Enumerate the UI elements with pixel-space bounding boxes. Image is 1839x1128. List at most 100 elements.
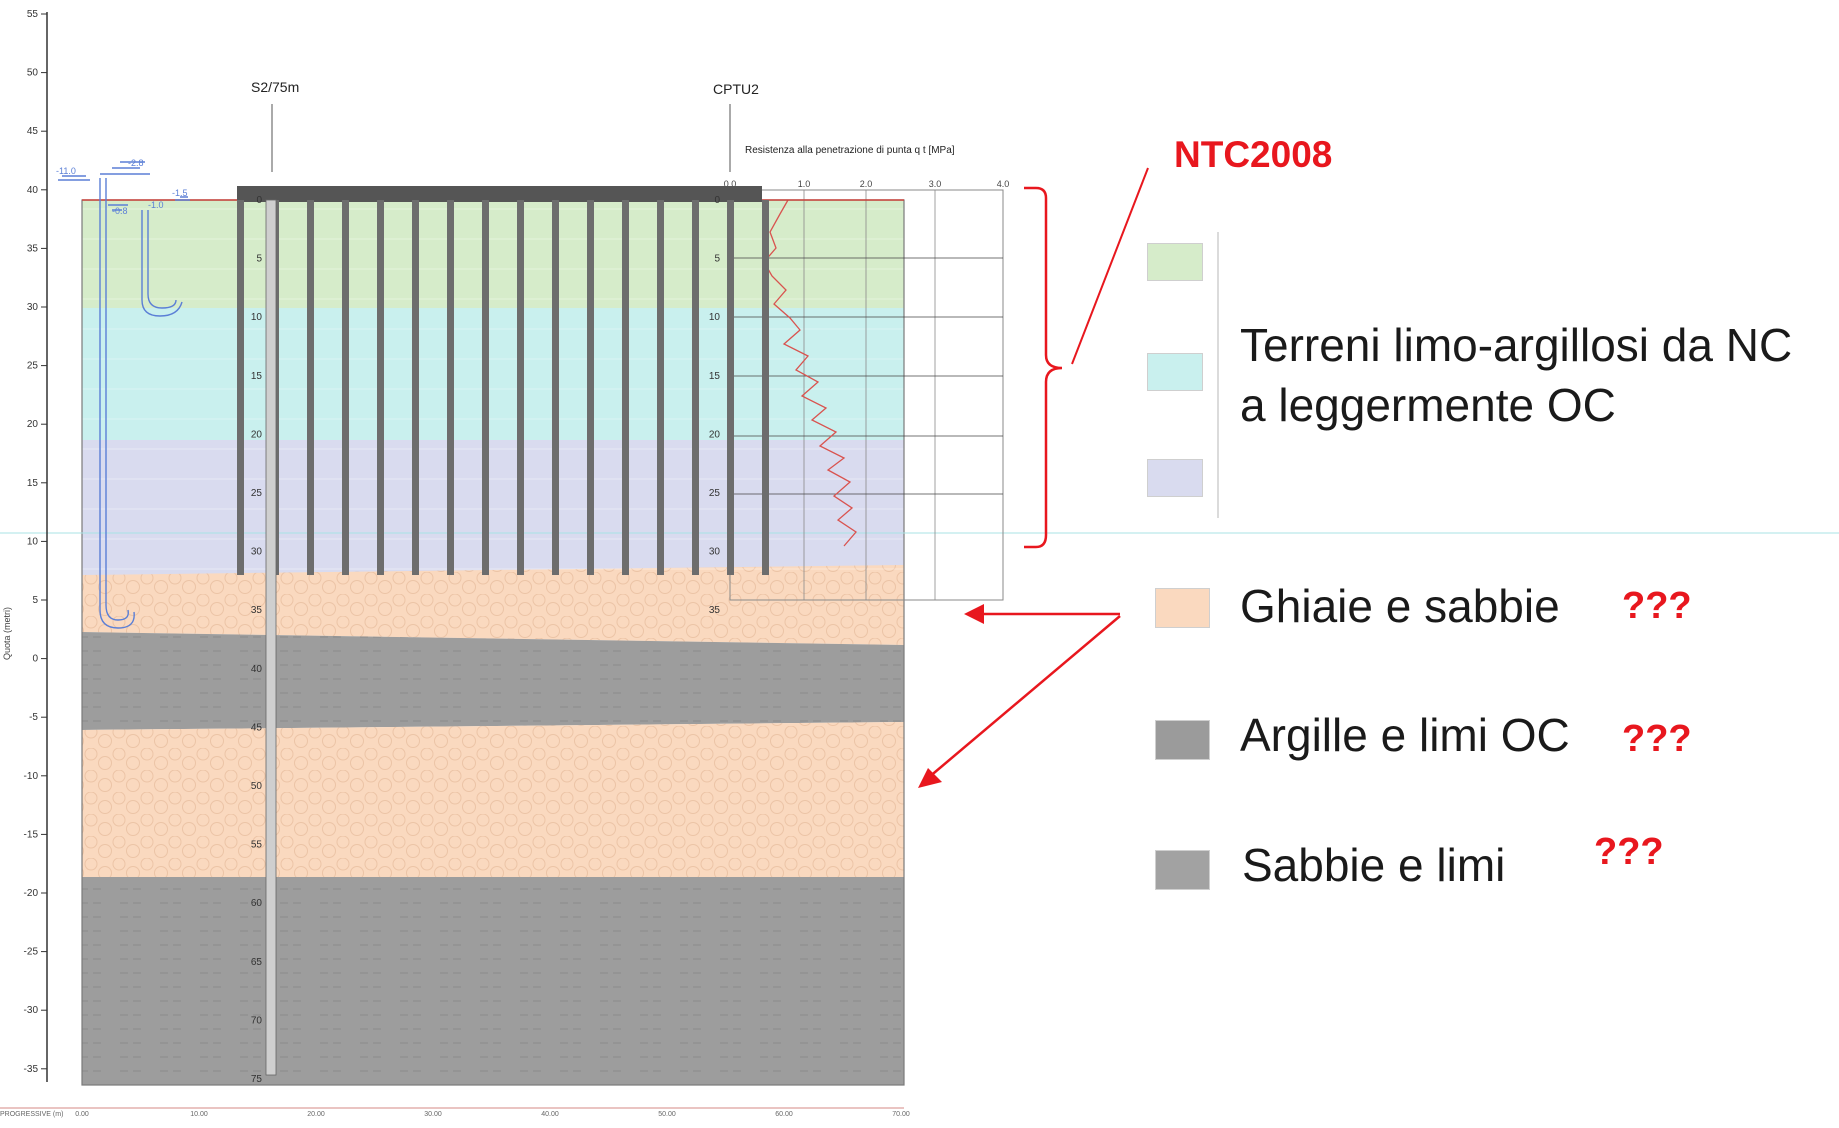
layer-gravel-sand-upper (82, 565, 904, 645)
s2-depth-label: 30 (251, 547, 263, 558)
axis-tick-label: 20 (27, 419, 39, 430)
s2-depth-label: 5 (256, 254, 262, 265)
cptu-caption: Resistenza alla penetrazione di punta q … (745, 145, 955, 156)
legend-swatch-sand-silt (1155, 850, 1210, 890)
s2-depth-label: 70 (251, 1015, 263, 1026)
axis-tick-label: 40 (27, 185, 39, 196)
progressive-tick-label: 20.00 (307, 1111, 325, 1118)
progressive-tick-label: 60.00 (775, 1111, 793, 1118)
pile (412, 200, 419, 575)
layer-clay-silt-oc (82, 632, 904, 730)
pile (622, 200, 629, 575)
cptu-depth-label: 15 (709, 371, 721, 382)
cptu-scale-label: 1.0 (798, 179, 811, 189)
s2-depth-label: 10 (251, 312, 263, 323)
axis-tick-label: 15 (27, 478, 39, 489)
ntc-bracket (1024, 186, 1063, 549)
embankment (82, 186, 904, 575)
layer-sand-silt (82, 877, 904, 1085)
pile (447, 200, 454, 575)
s2-depth-label: 60 (251, 898, 263, 909)
cptu-depth-label: 25 (709, 488, 721, 499)
arrow-to-lower-gravel (927, 615, 1121, 779)
s2-depth-label: 15 (251, 371, 263, 382)
soil-layers (81, 199, 905, 1086)
axis-tick-label: -10 (24, 771, 39, 782)
axis-tick-label: 45 (27, 126, 39, 137)
svg-text:-0.8: -0.8 (112, 206, 128, 216)
pile (587, 200, 594, 575)
ntc-leader-line (1071, 167, 1149, 365)
legend-label-clay-group-line2: a leggermente OC (1240, 379, 1616, 431)
axis-tick-label: -5 (29, 712, 38, 723)
legend-swatch-gravel (1155, 588, 1210, 628)
axis-tick-label: 55 (27, 9, 39, 20)
axis-tick-label: 0 (32, 654, 38, 665)
legend-flag-clay-oc: ??? (1622, 718, 1692, 760)
pile (692, 200, 699, 575)
legend-flag-gravel: ??? (1622, 585, 1692, 627)
legend-swatch-green (1147, 243, 1203, 281)
axis-tick-label: 30 (27, 302, 39, 313)
borehole-s2-title: S2/75m (251, 79, 299, 95)
pile (552, 200, 559, 575)
progressive-tick-label: 40.00 (541, 1111, 559, 1118)
axis-tick-label: 50 (27, 68, 39, 79)
legend-swatch-clay-oc (1155, 720, 1210, 760)
cptu-scale-label: 4.0 (997, 179, 1010, 189)
cptu-depth-label: 0 (714, 195, 720, 206)
axis-tick-label: 5 (32, 595, 38, 606)
progressive-tick-label: 70.00 (892, 1111, 910, 1118)
pile (762, 200, 769, 575)
pile (377, 200, 384, 575)
cptu-scale-label: 0.0 (724, 179, 737, 189)
embankment-slab (237, 186, 762, 202)
legend-label-sand-silt: Sabbie e limi (1242, 839, 1506, 891)
pile (657, 200, 664, 575)
borehole-cptu-title: CPTU2 (713, 81, 759, 97)
cptu-depth-label: 35 (709, 605, 721, 616)
ntc2008-annotation: NTC2008 (1174, 134, 1333, 175)
cptu-depth-label: 20 (709, 429, 721, 440)
layer-gravel-sand-lower (82, 722, 904, 877)
s2-depth-label: 40 (251, 664, 263, 675)
cptu-depth-label: 10 (709, 312, 721, 323)
legend-flag-sand-silt: ??? (1594, 831, 1664, 873)
pile (482, 200, 489, 575)
svg-text:-1.0: -1.0 (148, 200, 164, 210)
red-annotations (918, 167, 1149, 788)
s2-depth-label: 35 (251, 605, 263, 616)
progressive-tick-label: 50.00 (658, 1111, 676, 1118)
legend-label-clay-group-line1: Terreni limo-argillosi da NC (1240, 319, 1793, 371)
axis-tick-label: -25 (24, 947, 39, 958)
s2-depth-label: 45 (251, 722, 263, 733)
progressive-tick-label: 0.00 (75, 1111, 89, 1118)
axis-tick-label: -15 (24, 829, 39, 840)
svg-text:-11.0: -11.0 (56, 166, 76, 176)
axis-tick-label: 10 (27, 536, 39, 547)
legend-swatch-lilac (1147, 459, 1203, 497)
cptu-scale-label: 2.0 (860, 179, 873, 189)
legend-label-gravel: Ghiaie e sabbie (1240, 580, 1560, 632)
progressive-tick-label: 30.00 (424, 1111, 442, 1118)
s2-depth-label: 75 (251, 1074, 263, 1085)
svg-text:-2.8: -2.8 (128, 158, 144, 168)
legend-label-clay-oc: Argille e limi OC (1240, 709, 1570, 761)
pile (342, 200, 349, 575)
axis-tick-label: -30 (24, 1005, 39, 1016)
s2-depth-label: 20 (251, 429, 263, 440)
pile (727, 200, 734, 575)
s2-depth-label: 65 (251, 957, 263, 968)
s2-depth-label: 55 (251, 840, 263, 851)
axis-tick-label: -35 (24, 1064, 39, 1075)
elevation-axis: 5550454035302520151050-5-10-15-20-25-30-… (2, 9, 48, 1082)
cptu-depth-label: 5 (714, 254, 720, 265)
water-level-labels: -11.0 -2.8 -1.5 -0.8 -1.0 (56, 158, 188, 216)
axis-label: Quota (metri) (2, 607, 12, 660)
progressive-tick-label: 10.00 (190, 1111, 208, 1118)
s2-depth-label: 50 (251, 781, 263, 792)
pile (517, 200, 524, 575)
